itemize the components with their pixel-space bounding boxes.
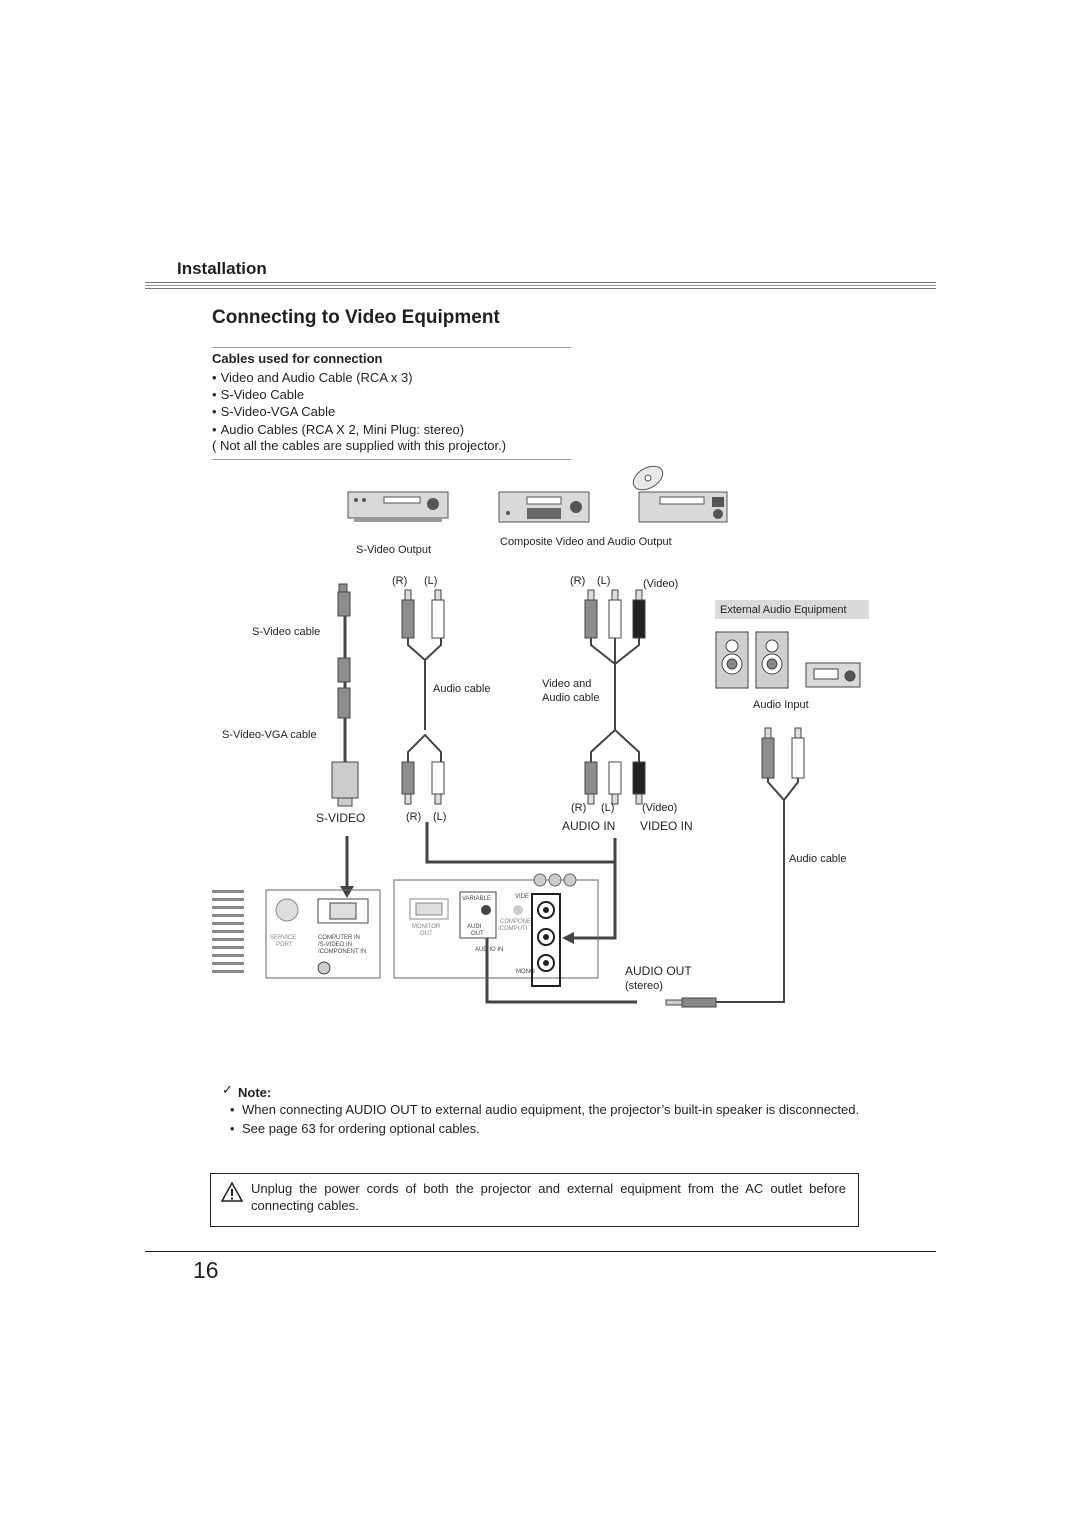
- section-divider: [145, 282, 936, 289]
- monitor-out-label: OUT: [420, 931, 433, 937]
- note-list: When connecting AUDIO OUT to external au…: [230, 1102, 860, 1140]
- r-label: (R): [570, 575, 585, 587]
- connection-diagram: S-Video Output Composite Video and Audio…: [212, 465, 869, 1008]
- stereo-label: (stereo): [625, 980, 663, 992]
- l-label: (L): [597, 575, 610, 587]
- page-number: 16: [193, 1257, 219, 1283]
- audio-out-panel-label: OUT: [471, 931, 484, 937]
- speaker-icon: [715, 631, 789, 689]
- list-item: When connecting AUDIO OUT to external au…: [230, 1102, 860, 1117]
- arrow-left-icon: [562, 932, 574, 944]
- list-item: See page 63 for ordering optional cables…: [230, 1121, 860, 1136]
- video-audio-cable-label: Video and: [542, 678, 591, 690]
- computer-panel-label: /COMPUTI: [498, 926, 528, 932]
- dvd-player-icon: [632, 465, 728, 523]
- component-panel-label: COMPONE: [500, 919, 531, 925]
- warning-icon: [221, 1182, 243, 1202]
- cables-supply-note: ( Not all the cables are supplied with t…: [212, 438, 507, 453]
- r-label: (R): [392, 575, 407, 587]
- component-in-label: /COMPONENT IN: [318, 949, 366, 955]
- r-label: (R): [406, 811, 421, 823]
- check-icon: ✓: [222, 1082, 233, 1097]
- l-label: (L): [601, 802, 614, 814]
- external-audio-badge: [715, 600, 869, 619]
- warning-text: Unplug the power cords of both the proje…: [251, 1181, 846, 1213]
- service-port-label: SERVICE: [270, 935, 296, 941]
- list-item: Audio Cables (RCA X 2, Mini Plug: stereo…: [212, 421, 465, 438]
- external-audio-label: External Audio Equipment: [720, 604, 847, 616]
- audio-out-panel-label: AUDI: [467, 924, 482, 930]
- audio-input-label: Audio Input: [753, 699, 809, 711]
- video-audio-cable-icon: [584, 589, 646, 805]
- video-panel-label: VIDE: [515, 894, 529, 900]
- composite-output-label: Composite Video and Audio Output: [500, 536, 672, 548]
- svideo-output-label: S-Video Output: [356, 544, 431, 556]
- warning-box: Unplug the power cords of both the proje…: [210, 1173, 859, 1227]
- audio-cable-label: Audio cable: [433, 683, 491, 695]
- cable-list: Video and Audio Cable (RCA x 3) S-Video …: [212, 369, 465, 438]
- arrow-down-icon: [340, 886, 354, 898]
- cables-rule: [212, 459, 571, 460]
- l-label: (L): [424, 575, 437, 587]
- video-label: (Video): [643, 578, 678, 590]
- audio-cable-icon: [401, 589, 445, 805]
- amplifier-icon: [805, 662, 861, 688]
- list-item: S-Video-VGA Cable: [212, 403, 464, 420]
- svideo-device-icon: [347, 491, 449, 522]
- list-item: S-Video Cable: [212, 386, 464, 403]
- list-item: Video and Audio Cable (RCA x 3): [212, 369, 464, 386]
- footer-rule: [145, 1251, 936, 1252]
- svideo-cable-icon: [331, 583, 359, 807]
- l-label: (L): [433, 811, 446, 823]
- service-port-label: PORT: [276, 942, 293, 948]
- video-in-label: VIDEO IN: [640, 819, 693, 833]
- computer-in-label: COMPUTER IN: [318, 935, 360, 941]
- monitor-out-label: MONITOR: [412, 924, 441, 930]
- r-label: (R): [571, 802, 586, 814]
- svideo-cable-label: S-Video cable: [252, 626, 320, 638]
- connection-lines: [345, 822, 637, 1004]
- video-audio-cable-label: Audio cable: [542, 692, 600, 704]
- variable-label: VARIABLE: [462, 896, 491, 902]
- right-audio-cable-icon: [665, 727, 805, 1008]
- video-label: (Video): [642, 802, 677, 814]
- audio-in-label: AUDIO IN: [562, 819, 615, 833]
- section-header: Installation: [177, 259, 267, 278]
- page-title: Connecting to Video Equipment: [212, 307, 500, 328]
- projector-panel: SERVICE PORT COMPUTER IN /S-VIDEO IN /CO…: [212, 873, 599, 987]
- right-audio-cable-label: Audio cable: [789, 853, 847, 865]
- svideo-vga-cable-label: S-Video-VGA cable: [222, 729, 317, 741]
- cables-heading: Cables used for connection: [212, 351, 383, 366]
- mono-label: MONO: [516, 969, 535, 975]
- audio-in-panel-label: AUD IO IN: [475, 947, 503, 953]
- svideo-port-label: S-VIDEO: [316, 811, 365, 825]
- note-heading: Note:: [238, 1085, 272, 1100]
- title-rule: [212, 347, 571, 348]
- audio-out-label: AUDIO OUT: [625, 964, 692, 978]
- composite-device-icon: [498, 491, 590, 523]
- svideo-in-label: /S-VIDEO IN: [318, 942, 352, 948]
